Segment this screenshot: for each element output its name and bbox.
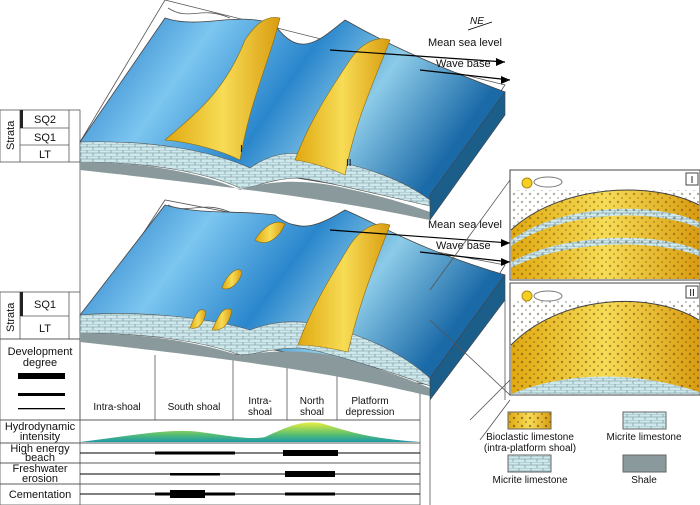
row-high-energy: High energy — [10, 443, 70, 455]
wave-base-label: Wave base — [436, 58, 491, 70]
row-high-energy-2: beach — [25, 452, 55, 464]
upper-block-diagram: I II — [79, 0, 506, 221]
inset-ii-label: II — [689, 288, 695, 299]
legend-micrite: Micrite limestone — [606, 432, 681, 443]
south-shoal — [164, 17, 281, 161]
legend: Bioclastic limestone (intra-platform sho… — [484, 411, 682, 486]
sun-icon — [521, 177, 533, 189]
zone-intra-shoal-2b: shoal — [248, 407, 272, 418]
zone-north-shoal-2: shoal — [300, 407, 324, 418]
sequence-bar — [20, 292, 23, 316]
zone-platform-depression-2: depression — [346, 407, 395, 418]
sun-icon — [521, 290, 533, 302]
legend-swatch-shale — [622, 454, 667, 473]
row-cementation: Cementation — [9, 489, 71, 501]
zone-south-shoal: South shoal — [168, 402, 221, 413]
upper-block-labels: NE Mean sea level Wave base — [329, 16, 511, 84]
strata-sq2: SQ2 — [34, 114, 56, 126]
degree-low — [18, 408, 65, 410]
arrow-icon — [496, 58, 505, 66]
cementation-bars — [80, 490, 420, 498]
strata-label: Strata — [5, 120, 17, 150]
strata-sq1: SQ1 — [34, 132, 56, 144]
legend-swatch-micrite — [622, 411, 667, 430]
connector-lines — [429, 179, 511, 441]
strata-lt: LT — [39, 149, 51, 161]
mean-sea-level-label: Mean sea level — [428, 219, 502, 231]
inset-i-label: I — [691, 175, 694, 186]
arrow-icon — [501, 239, 510, 247]
row-hydrodynamic: Hydrodynamic — [5, 421, 76, 433]
legend-swatch-micrite-2 — [507, 454, 552, 473]
development-degree-title: Development — [8, 346, 73, 358]
lower-block-diagram — [79, 199, 506, 505]
wave-base-label: Wave base — [436, 240, 491, 252]
marker-ii: II — [346, 158, 352, 169]
row-freshwater-2: erosion — [22, 473, 58, 485]
arrow-icon — [501, 258, 510, 266]
inset-i: I — [509, 169, 700, 281]
zone-intra-shoal: Intra-shoal — [93, 402, 140, 413]
strata-sq1: SQ1 — [34, 299, 56, 311]
north-arrow-icon — [467, 21, 493, 31]
north-shoal — [297, 223, 391, 353]
arrow-icon — [501, 76, 510, 84]
legend-shale: Shale — [631, 475, 657, 486]
freshwater-erosion-bars — [80, 471, 420, 477]
marker-i: I — [240, 144, 243, 155]
inset-ii: II — [509, 282, 700, 396]
row-freshwater: Freshwater — [12, 463, 67, 475]
legend-bioclastic: Bioclastic limestone — [486, 432, 574, 443]
degree-high — [18, 373, 65, 379]
north-shoal — [294, 38, 391, 176]
cloud-icon — [533, 176, 563, 188]
legend-micrite-2: Micrite limestone — [492, 475, 567, 486]
zone-platform-depression: Platform — [351, 396, 388, 407]
north-east-label: NE — [470, 16, 484, 27]
legend-bioclastic-2: (intra-platform shoal) — [484, 443, 576, 454]
zone-intra-shoal-2: Intra- — [248, 396, 271, 407]
degree-medium — [18, 393, 65, 396]
hydrodynamic-curve — [80, 422, 420, 442]
zone-north-shoal: North — [300, 396, 324, 407]
strata-lt: LT — [39, 323, 51, 335]
cloud-icon — [533, 290, 563, 302]
sequence-bar — [20, 110, 23, 128]
development-degree-title-2: degree — [23, 357, 57, 369]
lower-block-labels: Mean sea level Wave base — [329, 219, 511, 266]
high-energy-beach-bars — [80, 450, 420, 456]
row-hydrodynamic-2: intensity — [20, 431, 61, 443]
strata-label: Strata — [5, 302, 17, 332]
mean-sea-level-label: Mean sea level — [428, 37, 502, 49]
